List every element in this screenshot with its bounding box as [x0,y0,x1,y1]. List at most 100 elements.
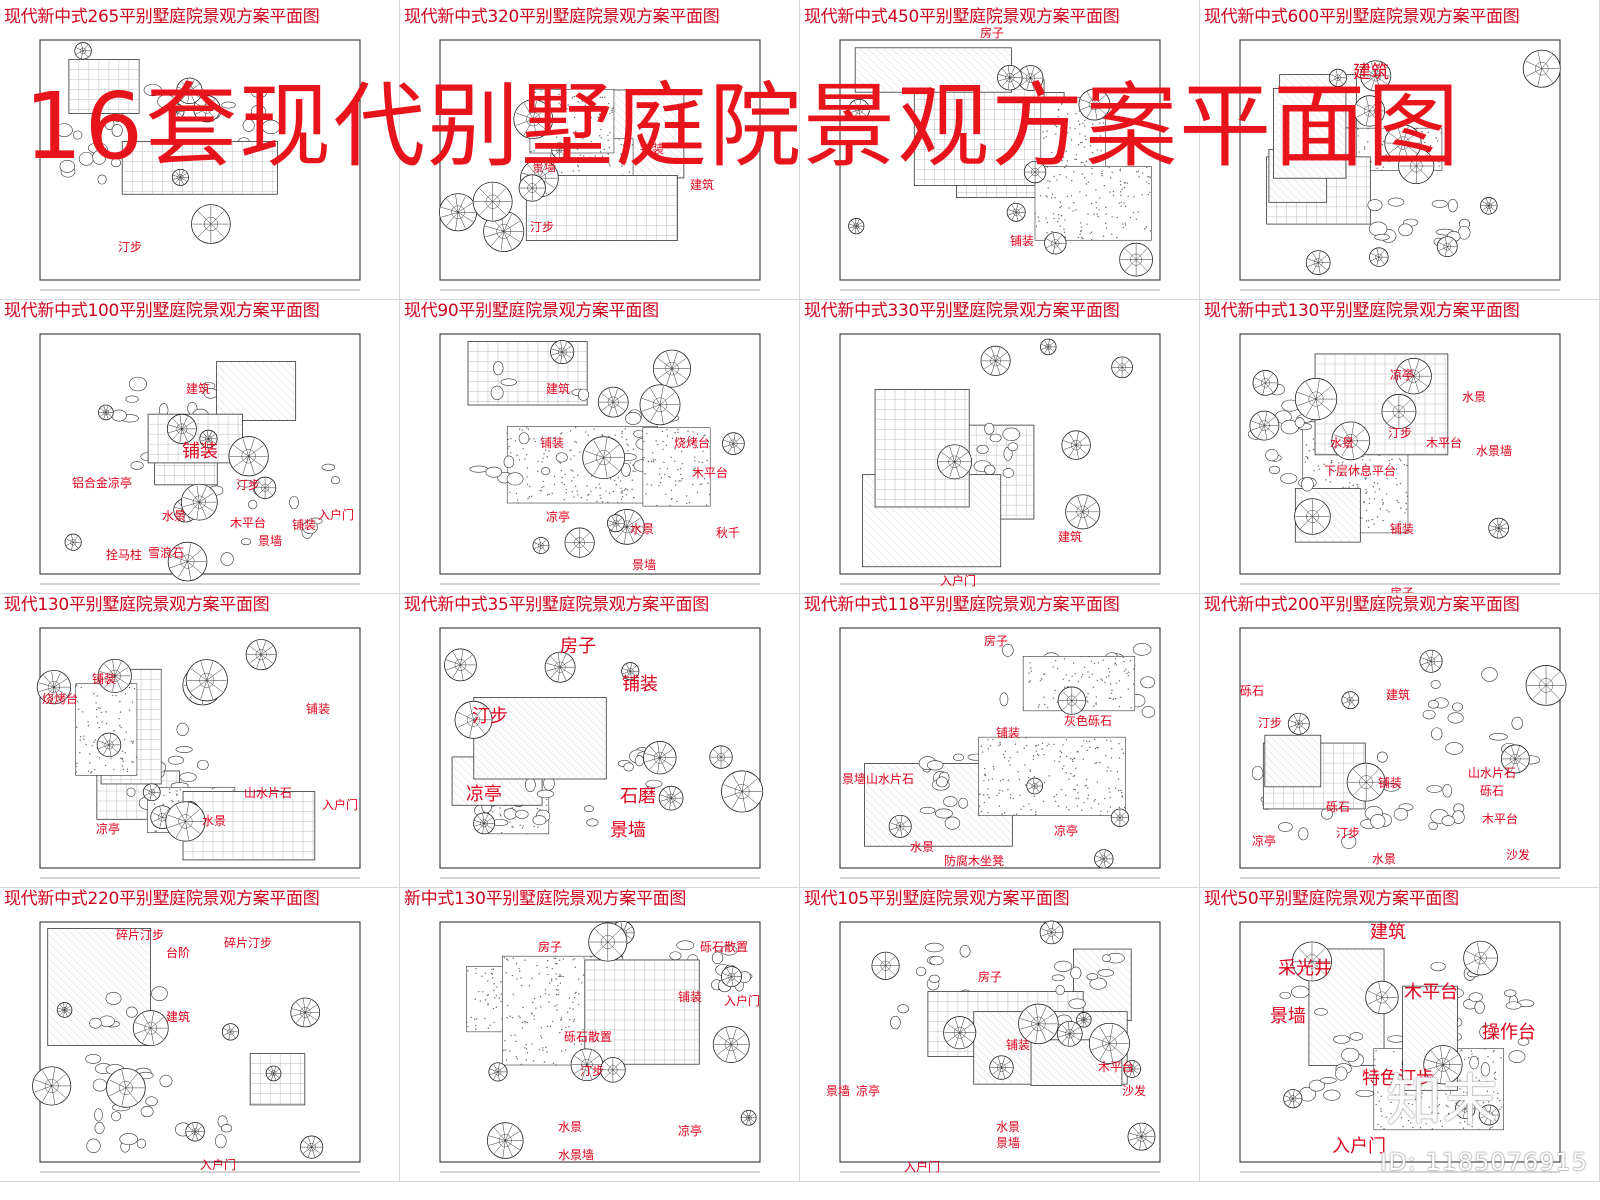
tree-symbol [265,1065,282,1082]
tree-symbol [74,42,92,60]
landscape-plan-drawing [1239,39,1561,291]
plan-label: 水景 [558,1120,583,1134]
plan-label: 凉亭 [1390,368,1415,382]
tree-symbol [643,741,677,775]
plan-label: 木平台 [230,516,267,530]
watermark-logo: 知末 [1386,1069,1498,1134]
tree-symbol [96,732,122,758]
landscape-plan-drawing [32,921,361,1173]
plan-label: 山水片石 [244,786,293,800]
plan-label: 入户门 [1332,1136,1386,1157]
plan-label: 铝合金凉亭 [72,476,133,490]
plan-label: 沙发 [1122,1084,1147,1098]
tree-symbol [171,168,189,186]
plan-label: 汀步 [118,240,143,254]
tree-symbol [1039,338,1057,356]
plan-label: 烧烤台 [674,436,711,450]
plan-label: 凉亭 [678,1124,703,1138]
tree-symbol [290,997,321,1028]
plan-label: 房子 [978,970,1003,984]
stepping-stones [1279,985,1374,1102]
plan-label: 砾石 [1240,684,1265,698]
tree-symbol [1480,197,1498,215]
panel-title: 现代新中式600平别墅庭院景观方案平面图 [1204,7,1520,27]
plan-label: 房子 [560,636,596,657]
plan-label: 台阶 [166,946,191,960]
tree-symbol [1127,1122,1156,1151]
plan-label: 烧烤台 [42,692,79,706]
tree-symbol [185,659,228,702]
site-boundary [839,921,1161,1163]
paving-grid [68,58,140,114]
tree-symbol [1039,920,1064,945]
plan-label: 建筑 [1370,922,1406,943]
panel-title: 现代50平别墅庭院景观方案平面图 [1204,889,1459,909]
plan-label: 入户门 [904,1160,941,1174]
panel-title: 现代130平别墅庭院景观方案平面图 [4,595,270,615]
site-boundary [1239,921,1561,1163]
landscape-plan-drawing [36,627,361,879]
landscape-plan-drawing [1239,627,1567,879]
tree-symbol [168,103,185,120]
plan-label: 铺装 [996,726,1021,740]
tree-symbol [300,1135,324,1159]
plan-label: 建筑 [546,382,571,396]
tree-symbol [652,349,691,388]
tree-symbol [582,436,626,480]
site-boundary [1239,333,1561,575]
tree-symbol [245,639,277,671]
landscape-plan-drawing [839,920,1161,1173]
panel-title: 新中式130平别墅庭院景观方案平面图 [404,889,687,909]
tree-symbol [32,1066,72,1106]
plan-label: 水景 [630,522,655,536]
tree-symbol [185,1121,205,1142]
plan-label: 铺装 [306,702,331,716]
tree-symbol [848,98,870,121]
hatch-area [1264,734,1322,788]
tree-symbol [551,142,568,159]
tree-symbol [1078,88,1111,121]
plan-label: 下层休息平台 [1324,464,1397,478]
plan-panel: 现代新中式265平别墅庭院景观方案平面图汀步 [0,0,400,300]
panel-title: 现代新中式118平别墅庭院景观方案平面图 [804,595,1120,615]
plan-label: 碎片汀步 [224,936,273,950]
tree-symbol [165,801,206,842]
tree-symbol [1065,494,1101,530]
tree-symbol [532,537,550,555]
tree-symbol [166,413,197,444]
gravel-area [506,426,658,504]
hatch-area [216,361,297,421]
tree-symbol [1500,744,1530,774]
landscape-plan-drawing [39,39,361,291]
tree-symbol [1056,1020,1083,1047]
panel-title: 现代新中式35平别墅庭院景观方案平面图 [404,595,709,615]
plan-label: 铺装 [182,441,218,462]
tree-symbol [1088,1022,1130,1064]
tree-symbol [64,533,82,551]
plan-label: 防腐木坐凳 [944,854,1005,868]
plan-label: 秋千 [716,526,741,540]
tree-symbol [253,476,277,499]
plan-label: 汀步 [472,706,508,727]
tree-symbol [722,432,745,455]
tree-symbol [488,1062,508,1082]
plan-panel: 现代新中式200平别墅庭院景观方案平面图建筑砾石汀步铺装山水片石砾石砾石木平台汀… [1200,588,1600,888]
site-boundary [439,333,761,575]
plan-label: 凉亭 [856,1084,881,1098]
paving-grid [121,141,278,195]
site-boundary [39,627,361,869]
tree-symbol [1353,95,1386,127]
tree-symbol [1057,686,1086,715]
tree-symbol [1026,777,1044,795]
tree-symbol [1094,849,1114,869]
paving-grid [913,79,1045,186]
tree-symbol [943,1016,977,1050]
plan-label: 汀步 [236,478,261,492]
plan-label: 凉亭 [1054,824,1079,838]
plan-label: 房子 [1390,586,1415,594]
tree-symbol [980,345,1011,376]
landscape-plan-drawing [839,333,1161,585]
plan-label: 水景 [996,1120,1021,1134]
plan-label: 凉亭 [96,822,121,836]
plan-label: 水景 [1462,390,1487,404]
